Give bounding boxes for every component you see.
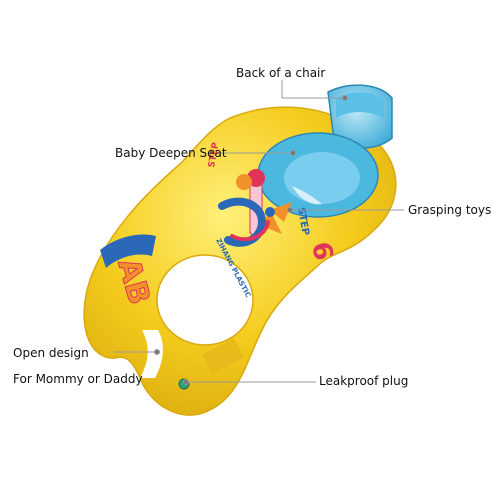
print-step-number: 6 [305, 239, 338, 263]
print-step-left: STEP [207, 141, 221, 168]
leader-dot [287, 207, 293, 213]
print-fineprint [201, 337, 245, 375]
callout-baby-deepen-seat: Baby Deepen Seat [115, 146, 227, 160]
adult-ring-hole [156, 254, 254, 346]
callout-open-design: Open design [13, 346, 89, 360]
ab-stripe [100, 234, 156, 268]
toy-windmill [262, 202, 292, 234]
print-swirl [218, 197, 267, 247]
seat-leg-hole-left [292, 186, 322, 205]
callout-leakproof-plug: Leakproof plug [319, 374, 409, 388]
baby-seat-inner [284, 152, 360, 204]
print-step-right: STEP [295, 207, 311, 237]
callout-grasping-toys: Grasping toys [408, 203, 492, 217]
callout-back-of-chair: Back of a chair [236, 66, 326, 80]
toy-ball-orange [236, 174, 252, 190]
callout-for-mommy-or-daddy: For Mommy or Daddy [13, 372, 143, 386]
toy-hub [265, 207, 275, 217]
print-swirl-pink [230, 220, 270, 242]
leader-dot [290, 150, 296, 156]
leader-lines [114, 80, 404, 385]
backrest-highlight [336, 92, 384, 118]
leader-dot [183, 379, 189, 385]
leader-dot [342, 95, 348, 101]
open-gap [140, 330, 163, 378]
leader-dot [154, 349, 160, 355]
